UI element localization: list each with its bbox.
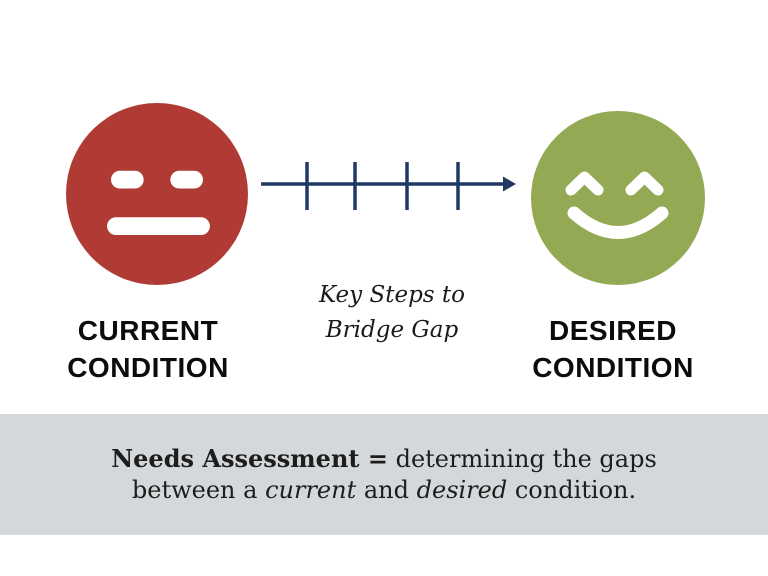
arrow-caption: Key Steps to Bridge Gap	[292, 278, 492, 348]
definition-italic-current: current	[265, 476, 357, 504]
definition-banner: Needs Assessment = determining the gaps b…	[0, 414, 768, 535]
face-circle	[531, 111, 705, 285]
definition-text: Needs Assessment = determining the gaps b…	[111, 443, 657, 506]
arrow-caption-line2: Bridge Gap	[325, 317, 459, 343]
desired-condition-label-line2: CONDITION	[532, 352, 694, 383]
definition-line2-pre: between a	[131, 476, 266, 504]
arrow-caption-line1: Key Steps to	[318, 282, 466, 308]
definition-italic-desired: desired	[416, 476, 508, 504]
desired-condition-label: DESIRED CONDITION	[488, 312, 738, 386]
timeline-arrow-icon	[261, 162, 516, 210]
current-condition-label-line2: CONDITION	[67, 352, 229, 383]
definition-line1-rest: determining the gaps	[387, 445, 657, 473]
desired-condition-label-line1: DESIRED	[549, 315, 677, 346]
smiling-face-icon	[531, 111, 705, 285]
face-features	[107, 170, 210, 236]
definition-term: Needs Assessment =	[111, 444, 388, 473]
arrow-head	[503, 176, 516, 192]
neutral-face-icon	[66, 103, 248, 285]
current-condition-label-line1: CURRENT	[77, 315, 219, 346]
definition-line2-mid: and	[356, 476, 417, 504]
definition-line2-post: condition.	[507, 476, 637, 504]
face-features	[565, 171, 669, 239]
arrow-lines	[261, 162, 505, 210]
current-condition-label: CURRENT CONDITION	[23, 312, 273, 386]
face-circle	[66, 103, 248, 285]
